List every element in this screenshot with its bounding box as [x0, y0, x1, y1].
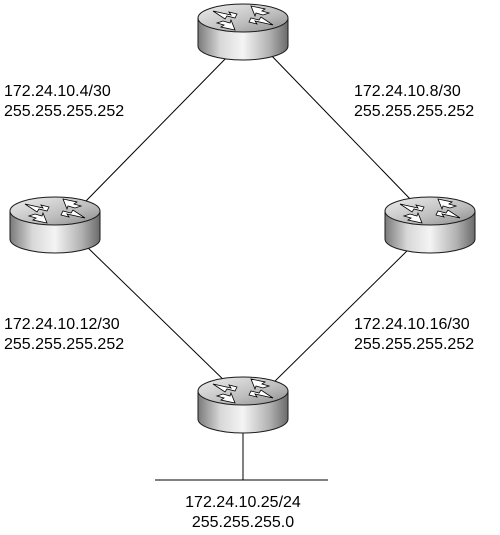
router-left[interactable] [9, 196, 101, 254]
network-address: 172.24.10.4/30 [4, 83, 111, 100]
router-right[interactable] [384, 196, 476, 254]
subnet-mask: 255.255.255.252 [354, 103, 475, 120]
subnet-mask: 255.255.255.0 [191, 514, 295, 531]
subnet-mask: 255.255.255.252 [4, 336, 125, 353]
label-left-bottom: 172.24.10.12/30 255.255.255.252 [4, 315, 124, 355]
subnet-mask: 255.255.255.252 [354, 336, 475, 353]
label-lan: 172.24.10.25/24 255.255.255.0 [150, 493, 336, 533]
links [84, 51, 414, 481]
link-right-bottom [267, 244, 414, 389]
router-icon [9, 196, 101, 254]
label-top-right: 172.24.10.8/30 255.255.255.252 [354, 82, 474, 122]
label-right-bottom: 172.24.10.16/30 255.255.255.252 [354, 315, 474, 355]
link-top-left [84, 51, 233, 203]
network-address: 172.24.10.8/30 [354, 83, 461, 100]
router-icon [384, 196, 476, 254]
network-address: 172.24.10.12/30 [4, 316, 120, 333]
router-bottom[interactable] [197, 376, 289, 434]
router-top[interactable] [197, 3, 289, 61]
link-top-right [267, 51, 414, 203]
router-icon [197, 376, 289, 434]
subnet-mask: 255.255.255.252 [4, 103, 125, 120]
network-address: 172.24.10.16/30 [354, 316, 470, 333]
router-icon [197, 3, 289, 61]
link-left-bottom [84, 244, 233, 389]
network-address: 172.24.10.25/24 [185, 494, 301, 511]
label-top-left: 172.24.10.4/30 255.255.255.252 [4, 82, 124, 122]
